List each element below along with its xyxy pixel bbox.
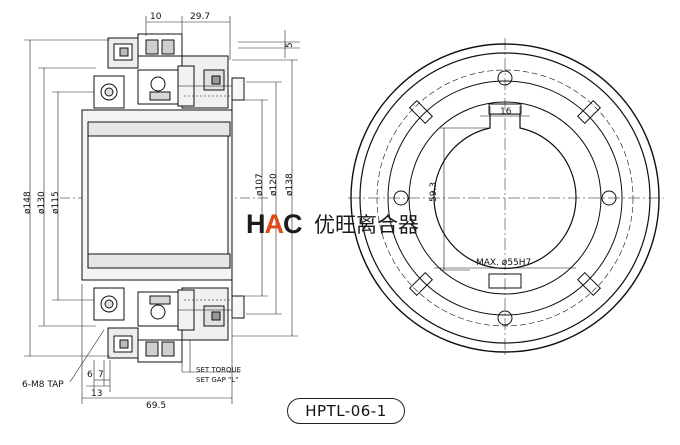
model-number-badge: HPTL-06-1	[287, 398, 405, 424]
section-dimension-lines	[24, 16, 300, 404]
dim-6: 6	[87, 370, 93, 380]
dim-69-5: 69.5	[146, 401, 166, 411]
set-gap-label: SET GAP "L"	[196, 376, 238, 384]
dim-7: 7	[98, 370, 104, 380]
logo-letter-a: A	[264, 209, 284, 239]
dim-13: 13	[91, 389, 102, 399]
logo-letter-h: H	[246, 209, 265, 239]
dim-d120: ø120	[269, 173, 279, 196]
dim-d107: ø107	[255, 173, 265, 196]
tap-label: 6-M8 TAP	[22, 380, 64, 390]
dim-d130: ø130	[37, 191, 47, 214]
set-torque-label: SET TORQUE	[196, 366, 241, 374]
section-view	[60, 33, 270, 363]
dim-29-7: 29.7	[190, 12, 210, 22]
dim-10: 10	[150, 12, 162, 22]
company-logo: HAC	[246, 209, 302, 239]
dim-d148: ø148	[23, 191, 33, 214]
dim-5: 5	[285, 42, 295, 48]
bore-label: MAX. ø55H7	[476, 258, 531, 268]
dim-d138: ø138	[285, 173, 295, 196]
logo-letter-c: C	[283, 209, 302, 239]
dim-key-16: 16	[500, 107, 512, 117]
dim-59-3: 59.3	[429, 182, 439, 202]
company-name: 优旺离合器	[314, 213, 419, 237]
dim-d115: ø115	[51, 191, 61, 214]
front-view	[348, 38, 664, 358]
